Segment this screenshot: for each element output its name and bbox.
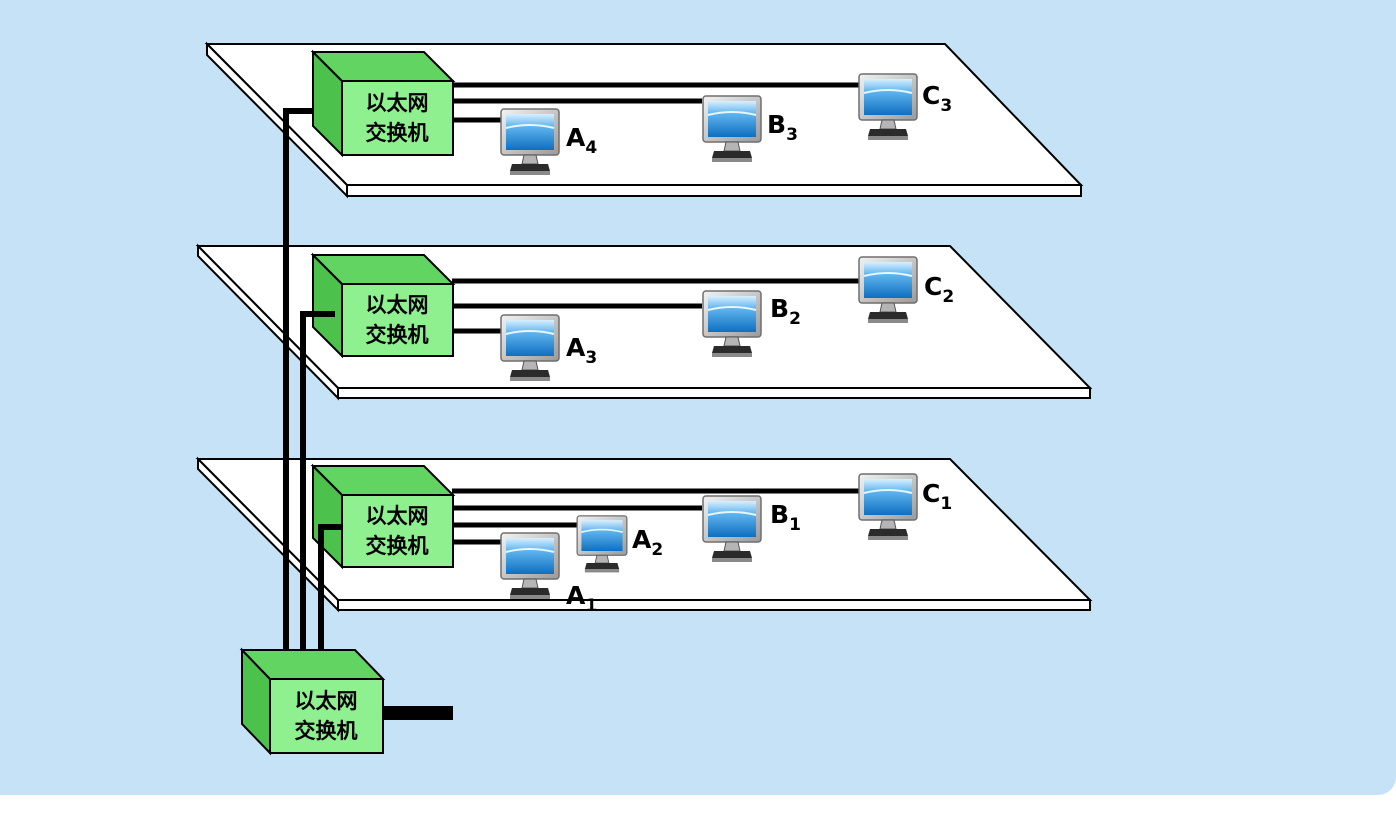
switch-label-line1: 以太网 (295, 689, 358, 713)
floor-2-switch: 以太网 交换机 (310, 252, 456, 359)
computer-subscript: 1 (940, 494, 952, 514)
svg-text:C2: C2 (924, 272, 954, 307)
computer-c2: C2 (858, 256, 954, 324)
main-switch: 以太网 交换机 (239, 647, 386, 756)
computer-label: A (566, 123, 586, 152)
riser-to-floor-2 (300, 311, 335, 652)
computer-subscript: 2 (651, 540, 663, 560)
computer-subscript: 2 (942, 287, 954, 307)
svg-text:A3: A3 (566, 333, 597, 368)
uplink-cable (383, 706, 453, 720)
computer-subscript: 4 (585, 138, 597, 158)
computer-label: B (770, 500, 789, 529)
switch-label-line1: 以太网 (366, 91, 429, 115)
svg-text:B1: B1 (770, 500, 801, 535)
switch-label-line2: 交换机 (295, 719, 358, 743)
floor-plate-edge (337, 599, 1091, 611)
computer-subscript: 2 (789, 309, 801, 329)
svg-text:C3: C3 (922, 81, 952, 116)
svg-text:B2: B2 (770, 294, 801, 329)
computer-a1: A1 (500, 532, 597, 616)
floor-cables (452, 82, 860, 545)
floor-1-switch: 以太网 交换机 (310, 463, 456, 570)
computer-subscript: 3 (786, 125, 798, 145)
computer-subscript: 3 (940, 96, 952, 116)
computer-subscript: 1 (585, 596, 597, 616)
switch-label-line2: 交换机 (366, 323, 429, 347)
switch-label-line2: 交换机 (366, 534, 429, 558)
svg-text:A1: A1 (566, 581, 597, 616)
computer-b1: B1 (702, 495, 801, 563)
switch-label-line1: 以太网 (366, 293, 429, 317)
computer-label: A (566, 581, 586, 610)
switch-label-line1: 以太网 (366, 504, 429, 528)
computer-c3: C3 (858, 73, 952, 141)
computer-b3: B3 (702, 95, 798, 163)
computer-label: C (924, 272, 942, 301)
svg-text:B3: B3 (767, 110, 798, 145)
svg-text:C1: C1 (922, 479, 952, 514)
switch-label-line2: 交换机 (366, 121, 429, 145)
computer-a4: A4 (500, 108, 597, 176)
floor-3-switch: 以太网 交换机 (310, 49, 456, 158)
computer-b2: B2 (702, 290, 801, 358)
computer-label: A (632, 525, 652, 554)
svg-text:A4: A4 (566, 123, 597, 158)
riser-to-floor-3 (283, 108, 313, 652)
riser-cables (283, 108, 342, 652)
floor-plate-edge (337, 387, 1091, 399)
computer-subscript: 3 (585, 348, 597, 368)
computer-a3: A3 (500, 314, 597, 382)
computer-subscript: 1 (789, 515, 801, 535)
computer-label: C (922, 479, 940, 508)
computer-a2: A2 (576, 515, 663, 574)
computer-label: B (770, 294, 789, 323)
computer-label: C (922, 81, 940, 110)
floor-plate-edge (346, 184, 1082, 197)
riser-to-floor-1 (318, 524, 342, 652)
svg-text:A2: A2 (632, 525, 663, 560)
computer-c1: C1 (858, 473, 952, 541)
computer-label: B (767, 110, 786, 139)
computer-label: A (566, 333, 586, 362)
